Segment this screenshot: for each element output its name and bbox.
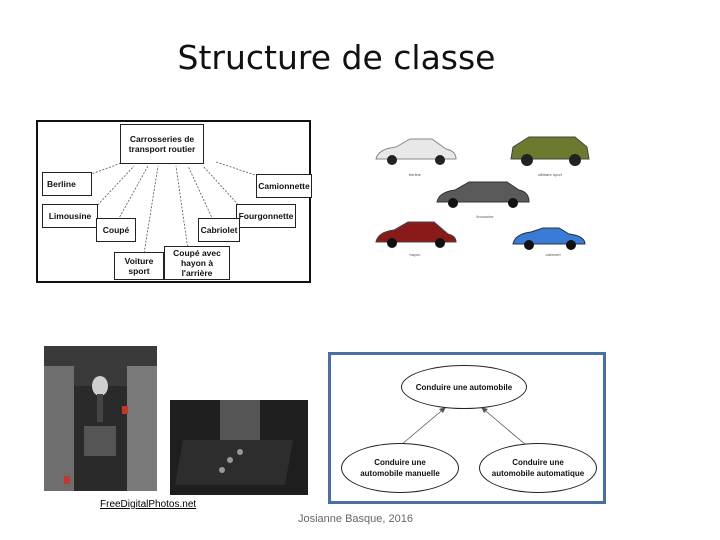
coupe-hayon-box: Coupé avec hayon à l'arrière — [164, 246, 230, 280]
driving-diagram-connectors — [400, 406, 527, 446]
hatchback-caption: hayon — [409, 252, 421, 257]
driving-diagram: Conduire une automobile Conduire une aut… — [328, 352, 606, 504]
class-diagram-connectors — [85, 161, 259, 261]
sedan-car-image — [375, 138, 457, 165]
footer-author: Josianne Basque, 2016 — [298, 513, 413, 525]
coupe-box: Coupé — [96, 218, 136, 242]
manual-gearshift-photo — [44, 346, 157, 491]
driving-manual-ellipse: Conduire une automobile manuelle — [341, 443, 459, 493]
root-class-box: Carrosseries de transport routier — [120, 124, 204, 164]
limousine-car-image — [436, 181, 530, 208]
fourgonnette-box: Fourgonnette — [236, 204, 296, 228]
suv-caption: utilitaire sport — [538, 172, 562, 177]
car-photos: berline utilitaire sport limousine hayon… — [365, 128, 595, 263]
class-diagram: Carrosseries de transport routier Berlin… — [36, 120, 312, 283]
image-credit-link[interactable]: FreeDigitalPhotos.net — [100, 499, 197, 510]
convertible-caption: cabriolet — [545, 252, 561, 257]
driving-automatic-ellipse: Conduire une automobile automatique — [479, 443, 597, 493]
sedan-caption: berline — [408, 172, 421, 177]
limousine-box: Limousine — [42, 204, 98, 228]
slide-title: Structure de classe — [177, 38, 496, 77]
berline-box: Berline — [42, 172, 92, 196]
suv-car-image — [510, 136, 590, 166]
cabriolet-box: Cabriolet — [198, 218, 240, 242]
limousine-caption: limousine — [476, 214, 494, 219]
hatchback-car-image — [375, 221, 457, 248]
automatic-gearshift-photo — [170, 400, 308, 495]
convertible-car-image — [512, 227, 586, 250]
camionnette-box: Camionnette — [256, 174, 312, 198]
voiture-sport-box: Voiture sport — [114, 252, 164, 280]
driving-root-ellipse: Conduire une automobile — [401, 365, 527, 409]
